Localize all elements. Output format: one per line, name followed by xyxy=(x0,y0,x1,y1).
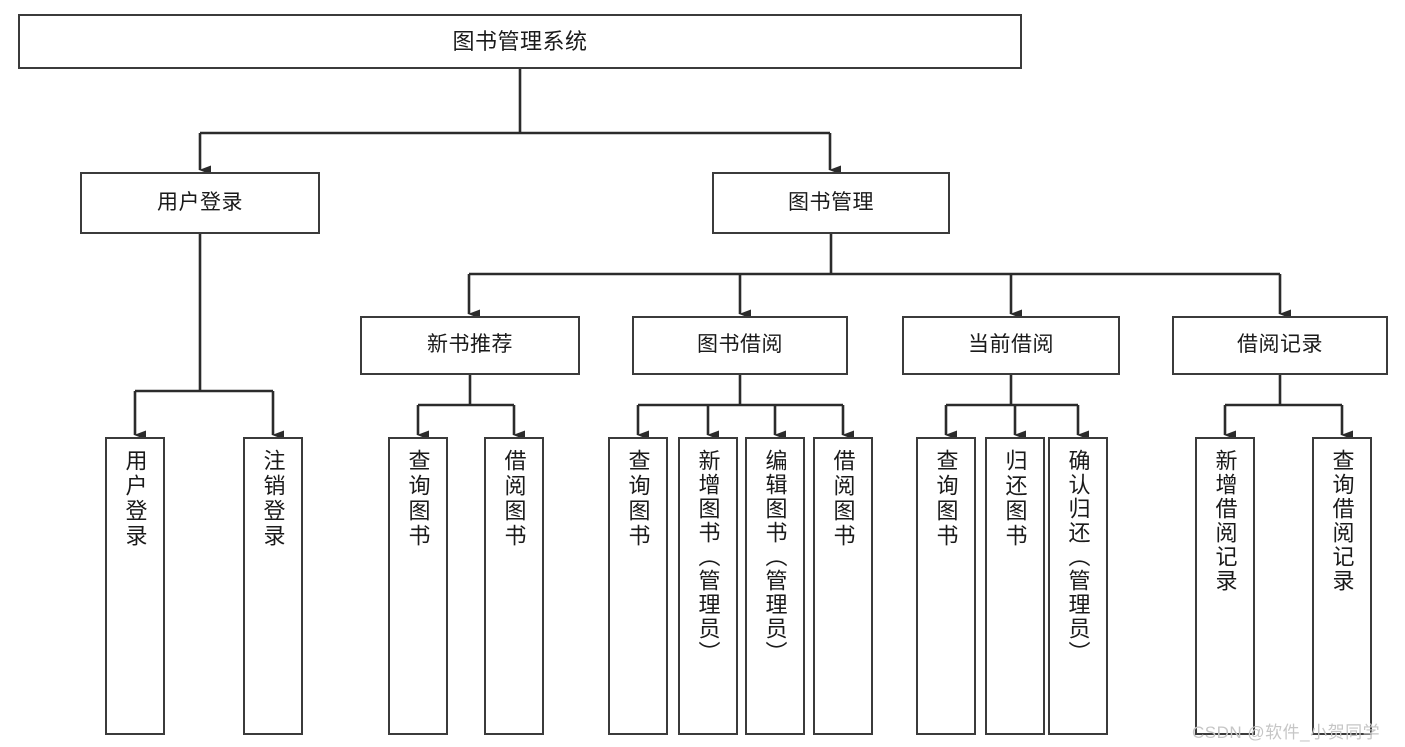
node-borrow-record[interactable]: 借阅记录 xyxy=(1172,316,1388,375)
node-leaf-user-login-label: 用户登录 xyxy=(122,449,148,549)
node-leaf-borrow-book-2[interactable]: 借阅图书 xyxy=(813,437,873,735)
node-book-manage[interactable]: 图书管理 xyxy=(712,172,950,234)
csdn-watermark: CSDN @软件_小贺同学 xyxy=(1192,723,1381,742)
node-current-borrow[interactable]: 当前借阅 xyxy=(902,316,1120,375)
node-leaf-borrow-book-1-label: 借阅图书 xyxy=(501,449,527,549)
node-leaf-borrow-book-1[interactable]: 借阅图书 xyxy=(484,437,544,735)
node-book-manage-label: 图书管理 xyxy=(788,190,874,214)
node-current-borrow-label: 当前借阅 xyxy=(968,333,1054,357)
node-leaf-query-book-1[interactable]: 查询图书 xyxy=(388,437,448,735)
node-leaf-edit-book-label: 编辑图书（管理员） xyxy=(762,449,788,665)
node-root[interactable]: 图书管理系统 xyxy=(18,14,1022,69)
node-leaf-query-book-1-label: 查询图书 xyxy=(405,449,431,549)
node-leaf-query-book-2[interactable]: 查询图书 xyxy=(608,437,668,735)
node-leaf-return-book-label: 归还图书 xyxy=(1002,449,1028,549)
node-leaf-confirm-return-label: 确认归还（管理员） xyxy=(1065,449,1091,665)
node-leaf-logout-label: 注销登录 xyxy=(260,449,286,549)
node-leaf-query-record-label: 查询借阅记录 xyxy=(1329,449,1355,593)
node-book-borrow-label: 图书借阅 xyxy=(697,333,783,357)
node-leaf-confirm-return[interactable]: 确认归还（管理员） xyxy=(1048,437,1108,735)
node-new-book-rec-label: 新书推荐 xyxy=(427,333,513,357)
node-book-borrow[interactable]: 图书借阅 xyxy=(632,316,848,375)
node-leaf-logout[interactable]: 注销登录 xyxy=(243,437,303,735)
node-borrow-record-label: 借阅记录 xyxy=(1237,333,1323,357)
node-leaf-add-book[interactable]: 新增图书（管理员） xyxy=(678,437,738,735)
node-leaf-borrow-book-2-label: 借阅图书 xyxy=(830,449,856,549)
node-leaf-query-book-2-label: 查询图书 xyxy=(625,449,651,549)
node-leaf-add-record-label: 新增借阅记录 xyxy=(1212,449,1238,593)
node-leaf-add-record[interactable]: 新增借阅记录 xyxy=(1195,437,1255,735)
node-leaf-query-book-3[interactable]: 查询图书 xyxy=(916,437,976,735)
node-leaf-return-book[interactable]: 归还图书 xyxy=(985,437,1045,735)
node-leaf-user-login[interactable]: 用户登录 xyxy=(105,437,165,735)
node-user-login-label: 用户登录 xyxy=(157,190,243,214)
node-leaf-query-record[interactable]: 查询借阅记录 xyxy=(1312,437,1372,735)
node-root-label: 图书管理系统 xyxy=(452,28,588,54)
node-leaf-edit-book[interactable]: 编辑图书（管理员） xyxy=(745,437,805,735)
node-leaf-add-book-label: 新增图书（管理员） xyxy=(695,449,721,665)
node-user-login[interactable]: 用户登录 xyxy=(80,172,320,234)
node-new-book-rec[interactable]: 新书推荐 xyxy=(360,316,580,375)
node-leaf-query-book-3-label: 查询图书 xyxy=(933,449,959,549)
